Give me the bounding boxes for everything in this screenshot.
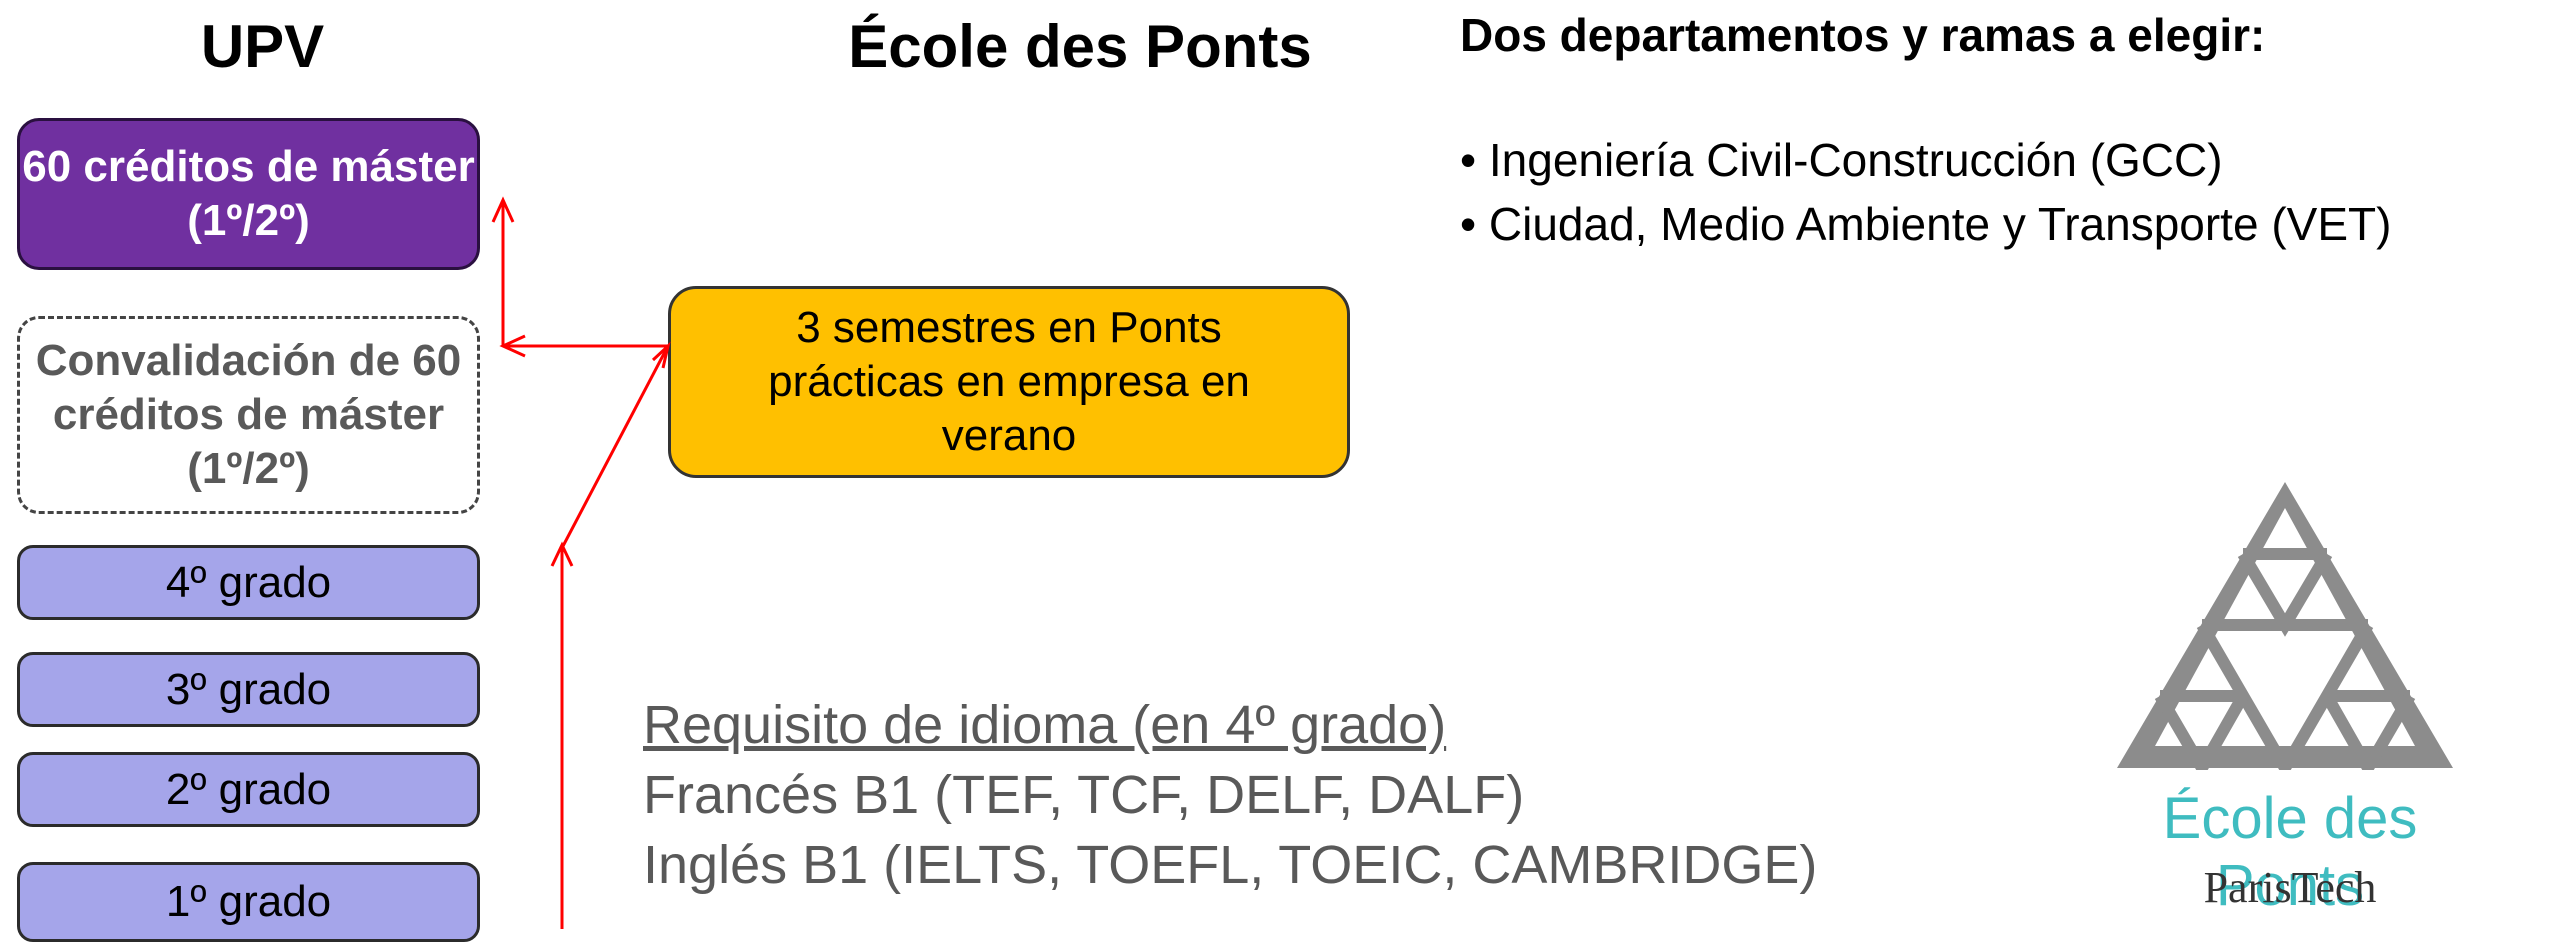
- arrow-to-ponts: [560, 345, 670, 549]
- grado-2-label: 2º grado: [165, 764, 332, 814]
- department-item: Ingeniería Civil-Construcción (GCC): [1460, 128, 2391, 192]
- language-english: Inglés B1 (IELTS, TOEFL, TOEIC, CAMBRIDG…: [643, 835, 1818, 895]
- convalidation-box: Convalidación de 60 créditos de máster (…: [17, 316, 480, 514]
- master-credits-box: 60 créditos de máster (1º/2º): [17, 118, 480, 270]
- language-requirements: Requisito de idioma (en 4º grado) Francé…: [643, 690, 1817, 900]
- grado-4-box: 4º grado: [17, 545, 480, 620]
- logo-sub: ParisTech: [2203, 863, 2377, 912]
- language-french: Francés B1 (TEF, TCF, DELF, DALF): [643, 765, 1525, 825]
- arrowhead-ponts: [651, 341, 671, 369]
- ponts-triangle-logo-icon: [2117, 482, 2453, 770]
- language-heading: Requisito de idioma (en 4º grado): [643, 695, 1447, 755]
- grado-1-label: 1º grado: [165, 877, 332, 926]
- departments-title: Dos departamentos y ramas a elegir:: [1460, 9, 2266, 61]
- departments-list: Ingeniería Civil-Construcción (GCC) Ciud…: [1460, 128, 2392, 256]
- department-item: Ciudad, Medio Ambiente y Transporte (VET…: [1460, 192, 2392, 256]
- ponts-title: École des Ponts: [848, 13, 1312, 80]
- arrowhead-convalidation: [499, 334, 526, 358]
- upv-title: UPV: [200, 13, 325, 80]
- ponts-semesters-box: 3 semestres en Ponts prácticas en empres…: [668, 286, 1350, 478]
- grado-4-label: 4º grado: [165, 557, 332, 607]
- grado-3-label: 3º grado: [165, 664, 332, 714]
- master-credits-label: 60 créditos de máster (1º/2º): [22, 142, 475, 245]
- convalidation-label: Convalidación de 60 créditos de máster (…: [35, 336, 462, 493]
- arrowhead-master: [491, 196, 515, 223]
- grado-3-box: 3º grado: [17, 652, 480, 727]
- ponts-semesters-label: 3 semestres en Ponts prácticas en empres…: [768, 303, 1250, 460]
- logo-name: École des Ponts: [2162, 786, 2418, 918]
- arrowhead-bottom: [550, 541, 574, 567]
- grado-2-box: 2º grado: [17, 752, 480, 827]
